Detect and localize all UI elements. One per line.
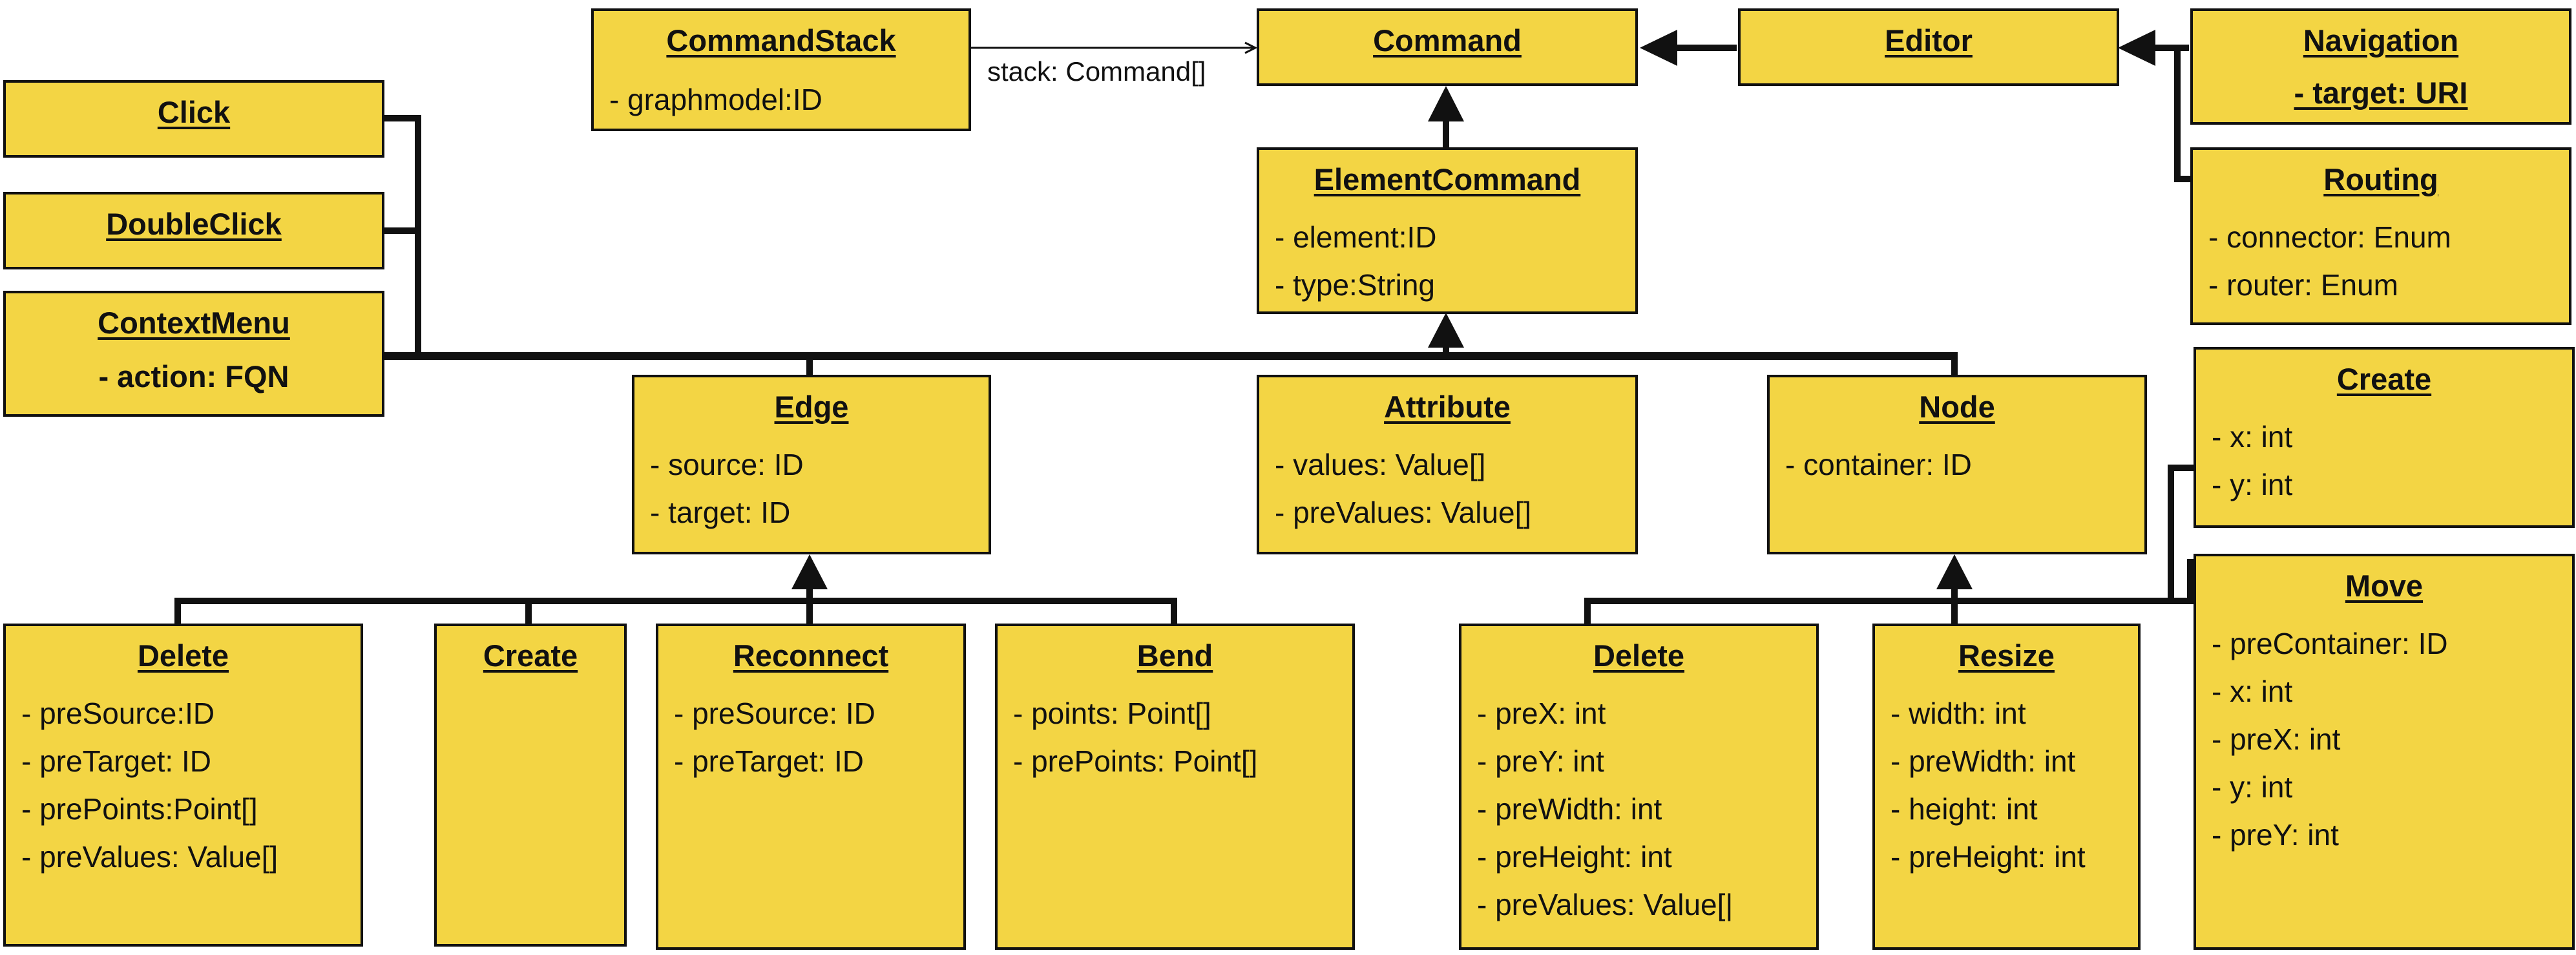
- class-click: Click: [3, 80, 384, 158]
- class-edge-bend: Bend - points: Point[] - prePoints: Poin…: [995, 624, 1355, 950]
- elementcommand-to-command-arrow: [1428, 86, 1464, 147]
- class-edge-delete: Delete - preSource:ID - preTarget: ID - …: [3, 624, 363, 947]
- attribute-list: - preSource: ID - preTarget: ID: [674, 689, 958, 785]
- class-edge: Edge - source: ID - target: ID: [632, 375, 991, 554]
- class-title: Edge: [774, 390, 849, 424]
- attribute: - x: int: [2212, 675, 2293, 708]
- class-node-resize: Resize - width: int - preWidth: int - he…: [1872, 624, 2141, 950]
- attribute: - container: ID: [1785, 448, 1972, 481]
- class-title: Navigation: [2303, 23, 2459, 58]
- class-routing: Routing - connector: Enum - router: Enum: [2190, 147, 2571, 325]
- class-title: Create: [2336, 362, 2432, 396]
- attribute: - preSource:ID: [21, 697, 215, 730]
- class-title: Routing: [2323, 162, 2438, 196]
- attribute: - source: ID: [650, 448, 804, 481]
- attribute: - preY: int: [2212, 818, 2339, 852]
- attribute: - graphmodel:ID: [609, 83, 822, 116]
- attribute-list: - source: ID - target: ID: [650, 441, 983, 536]
- attribute: - preValues: Value[]: [21, 840, 278, 874]
- attribute: - prePoints: Point[]: [1013, 744, 1258, 778]
- class-title: Resize: [1958, 638, 2055, 673]
- class-contextmenu: ContextMenu - action: FQN: [3, 291, 384, 417]
- attribute: - preValues: Value[]: [1275, 496, 1532, 529]
- attribute: - preContainer: ID: [2212, 627, 2448, 660]
- class-doubleclick: DoubleClick: [3, 192, 384, 269]
- class-title: Editor: [1885, 23, 1973, 58]
- attribute-list: - points: Point[] - prePoints: Point[]: [1013, 689, 1347, 785]
- attribute: - points: Point[]: [1013, 697, 1211, 730]
- attribute-list: - values: Value[] - preValues: Value[]: [1275, 441, 1630, 536]
- static-attribute: - target: URI: [2294, 76, 2468, 110]
- attribute-list: - element:ID - type:String: [1275, 213, 1630, 309]
- attribute: - preTarget: ID: [21, 744, 211, 778]
- attribute-list: - preX: int - preY: int - preWidth: int …: [1477, 689, 1811, 929]
- class-title: Command: [1373, 23, 1522, 58]
- class-edge-create: Create: [434, 624, 627, 947]
- class-title: Delete: [1593, 638, 1685, 673]
- attribute: - preTarget: ID: [674, 744, 864, 778]
- attribute: - values: Value[]: [1275, 448, 1486, 481]
- editor-to-command-arrow: [1640, 30, 1737, 66]
- attribute-list: - x: int - y: int: [2212, 413, 2567, 509]
- class-edge-reconnect: Reconnect - preSource: ID - preTarget: I…: [656, 624, 966, 950]
- attribute: - connector: Enum: [2208, 220, 2451, 254]
- attribute: - router: Enum: [2208, 268, 2398, 302]
- attribute: - element:ID: [1275, 220, 1437, 254]
- attribute: - preWidth: int: [1477, 792, 1662, 826]
- attribute: - y: int: [2212, 468, 2293, 501]
- attribute-list: - connector: Enum - router: Enum: [2208, 213, 2564, 309]
- attribute: - target: ID: [650, 496, 791, 529]
- class-node-delete: Delete - preX: int - preY: int - preWidt…: [1459, 624, 1819, 950]
- subclasses-to-elementcommand-arrow: [381, 115, 1958, 376]
- edge-subclasses-arrow: [174, 554, 1177, 625]
- class-node-move: Move - preContainer: ID - x: int - preX:…: [2194, 554, 2575, 950]
- attribute-list: - container: ID: [1785, 441, 2139, 488]
- attribute: - preSource: ID: [674, 697, 875, 730]
- attribute: - preHeight: int: [1477, 840, 1672, 874]
- class-title: CommandStack: [666, 23, 896, 58]
- class-navigation: Navigation - target: URI: [2190, 8, 2571, 125]
- attribute: - action: FQN: [98, 359, 289, 394]
- attribute-list: - width: int - preWidth: int - height: i…: [1890, 689, 2133, 881]
- class-title: ContextMenu: [98, 306, 290, 340]
- class-title: Node: [1919, 390, 1995, 424]
- class-title: ElementCommand: [1314, 162, 1581, 196]
- class-commandstack: CommandStack - graphmodel:ID: [591, 8, 971, 131]
- attribute: - preValues: Value[|: [1477, 888, 1733, 921]
- class-attribute: Attribute - values: Value[] - preValues:…: [1257, 375, 1638, 554]
- class-title: Create: [483, 638, 578, 673]
- attribute-list: - preContainer: ID - x: int - preX: int …: [2212, 620, 2567, 859]
- attribute: - width: int: [1890, 697, 2026, 730]
- attribute: - prePoints:Point[]: [21, 792, 258, 826]
- class-node: Node - container: ID: [1767, 375, 2147, 554]
- attribute: - y: int: [2212, 770, 2293, 804]
- class-node-create: Create - x: int - y: int: [2194, 347, 2575, 528]
- class-title: Delete: [137, 638, 229, 673]
- class-title: DoubleClick: [106, 207, 282, 241]
- class-title: Click: [157, 95, 231, 129]
- attribute: - preHeight: int: [1890, 840, 2086, 874]
- class-editor: Editor: [1738, 8, 2119, 86]
- attribute: - height: int: [1890, 792, 2038, 826]
- attribute: - preX: int: [2212, 722, 2341, 756]
- class-elementcommand: ElementCommand - element:ID - type:Strin…: [1257, 147, 1638, 314]
- attribute: - preWidth: int: [1890, 744, 2076, 778]
- attribute: - preY: int: [1477, 744, 1604, 778]
- navigation-routing-to-editor-arrow: [2118, 30, 2190, 182]
- class-title: Move: [2345, 569, 2424, 603]
- association-label: stack: Command[]: [987, 56, 1206, 87]
- node-subclasses-arrow: [1584, 465, 2194, 625]
- attribute: - type:String: [1275, 268, 1435, 302]
- class-command: Command: [1257, 8, 1638, 86]
- class-title: Attribute: [1384, 390, 1511, 424]
- attribute-list: - graphmodel:ID: [609, 76, 963, 123]
- attribute: - x: int: [2212, 420, 2293, 454]
- class-title: Bend: [1136, 638, 1213, 673]
- class-title: Reconnect: [733, 638, 889, 673]
- attribute: - preX: int: [1477, 697, 1606, 730]
- attribute-list: - preSource:ID - preTarget: ID - prePoin…: [21, 689, 355, 881]
